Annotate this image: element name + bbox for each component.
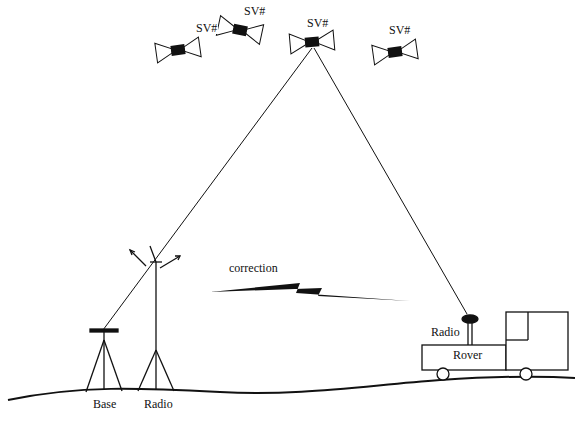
radio-link <box>210 283 410 301</box>
link-label: correction <box>228 262 279 274</box>
rover-truck <box>422 312 568 380</box>
satellite-label: SV# <box>306 17 329 29</box>
satellite-label: SV# <box>388 24 411 36</box>
part-label: Base <box>92 398 117 410</box>
base-tripod <box>86 329 122 392</box>
signal-line <box>314 48 467 314</box>
satellite <box>155 37 201 63</box>
part-label: Rover <box>452 349 483 361</box>
part-label: Radio <box>143 398 174 410</box>
radio-mast <box>130 246 180 391</box>
satellite <box>289 30 335 54</box>
ground <box>8 377 575 400</box>
satellite <box>216 16 263 45</box>
part-label: Radio <box>430 326 461 338</box>
satellite <box>372 39 418 65</box>
satellite-label: SV# <box>195 22 218 34</box>
satellite-label: SV# <box>243 5 266 17</box>
